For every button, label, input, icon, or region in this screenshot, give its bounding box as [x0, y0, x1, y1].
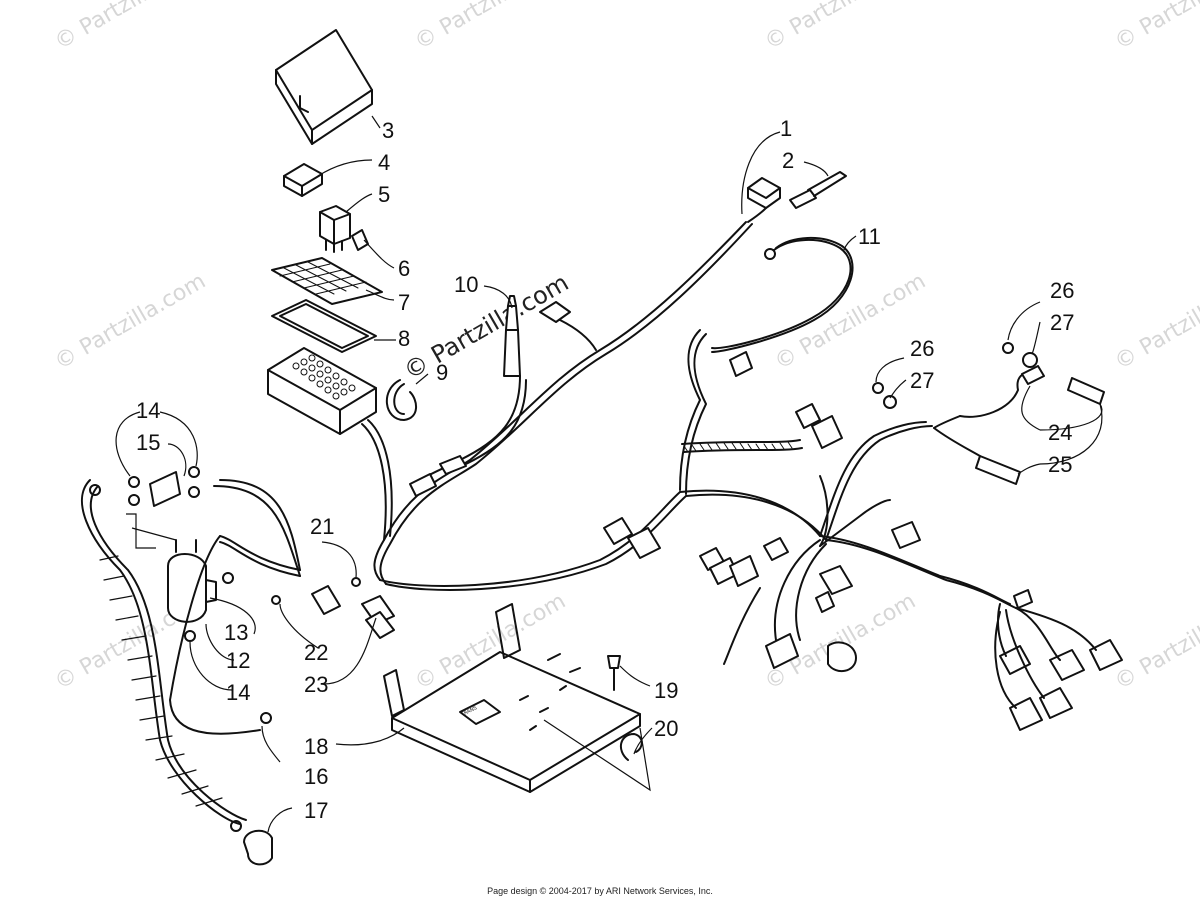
watermark: © Partzilla.com [51, 269, 211, 376]
terminal-boot-15 [149, 471, 181, 507]
speed-sensor-lower [872, 382, 1021, 485]
callout-2: 2 [782, 148, 794, 173]
battery-cable-corrugation [99, 555, 223, 807]
callout-4: 4 [378, 150, 390, 175]
callout-18: 18 [304, 734, 328, 759]
watermark: © Partzilla.com [761, 0, 921, 55]
callout-6: 6 [398, 256, 410, 281]
lower-right-connectors [603, 351, 1123, 731]
callout-25: 25 [1048, 452, 1072, 477]
watermark: © Partzilla.com [1111, 589, 1200, 696]
callout-1: 1 [780, 116, 792, 141]
callout-12: 12 [226, 648, 250, 673]
o2-sensor [503, 295, 571, 377]
callout-7: 7 [398, 290, 410, 315]
mounting-plate [383, 603, 641, 793]
callout-17: 17 [304, 798, 328, 823]
callout-20: 20 [654, 716, 678, 741]
parts-layer: TRANS [80, 29, 1123, 866]
hardware-nuts [128, 466, 361, 642]
watermark: © Partzilla.com [51, 0, 211, 55]
relay-box-cover [275, 29, 373, 145]
watermark: © Partzilla.com [1111, 269, 1200, 376]
page-footer: Page design © 2004-2017 by ARI Network S… [487, 886, 713, 896]
callout-27-right: 27 [1050, 310, 1074, 335]
callout-numbers: 1 2 3 4 5 6 7 8 9 10 11 12 13 14 14 15 1… [136, 116, 1074, 823]
starter-solenoid [167, 539, 217, 623]
callout-15: 15 [136, 430, 160, 455]
callout-9: 9 [436, 360, 448, 385]
corrugated-loom [683, 441, 793, 453]
callout-13: 13 [224, 620, 248, 645]
small-relay [283, 163, 323, 197]
fuse [351, 229, 369, 251]
speed-sensor-upper [959, 342, 1105, 418]
harness-connector-top [747, 171, 847, 223]
push-pin [607, 655, 621, 691]
leader-lines [115, 115, 1103, 833]
fuse-relay-block [267, 347, 377, 435]
watermark: © Partzilla.com [411, 0, 571, 55]
main-harness [213, 221, 1017, 609]
callout-14-top: 14 [136, 398, 160, 423]
gasket [271, 299, 377, 353]
callout-23: 23 [304, 672, 328, 697]
callout-10: 10 [454, 272, 478, 297]
relay [319, 205, 351, 253]
ground-cable [711, 236, 854, 353]
callout-27-left: 27 [910, 368, 934, 393]
cable-boot [89, 484, 273, 866]
callout-21: 21 [310, 514, 334, 539]
callout-14-bottom: 14 [226, 680, 250, 705]
callout-19: 19 [654, 678, 678, 703]
fuse-panel-label [271, 257, 383, 305]
callout-26-left: 26 [910, 336, 934, 361]
connector-pair-22-23 [311, 585, 395, 639]
callout-8: 8 [398, 326, 410, 351]
callout-26-right: 26 [1050, 278, 1074, 303]
callout-3: 3 [382, 118, 394, 143]
callout-5: 5 [378, 182, 390, 207]
callout-24: 24 [1048, 420, 1072, 445]
clip-ring [385, 379, 417, 421]
cable-clamp [619, 733, 643, 761]
sensor-lead [409, 319, 597, 497]
callout-11: 11 [858, 224, 881, 249]
watermark: © Partzilla.com [1111, 0, 1200, 55]
callout-22: 22 [304, 640, 328, 665]
watermark: © Partzilla.com [771, 269, 931, 376]
callout-16: 16 [304, 764, 328, 789]
